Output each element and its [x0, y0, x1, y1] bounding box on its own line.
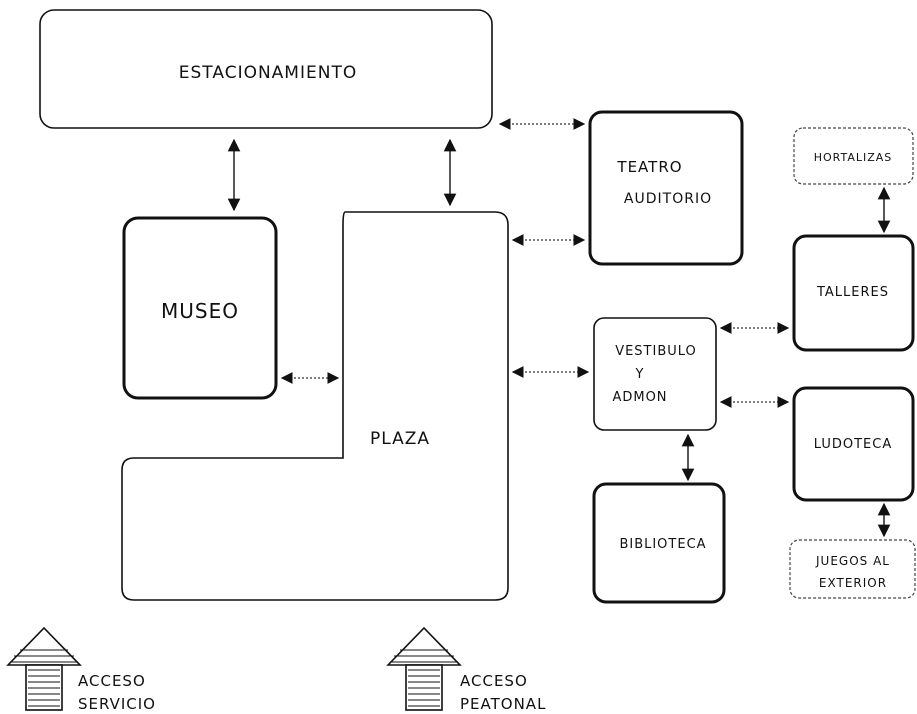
juegos-label-line1: JUEGOS AL [815, 554, 890, 568]
museo-label: MUSEO [161, 299, 239, 323]
hortalizas-block: HORTALIZAS [793, 127, 914, 185]
juegos-label-line2: EXTERIOR [819, 576, 887, 590]
biblioteca-label: BIBLIOTECA [619, 537, 706, 552]
acceso-servicio: ACCESO SERVICIO [6, 626, 156, 713]
vestibulo-label-line1: VESTIBULO [615, 344, 697, 359]
teatro-label-line2: AUDITORIO [624, 191, 712, 207]
ludoteca-label: LUDOTECA [814, 437, 892, 452]
talleres-label: TALLERES [816, 285, 889, 300]
connectors [227, 118, 891, 538]
acceso-peatonal-line2: PEATONAL [460, 695, 546, 713]
ludoteca-block: LUDOTECA [792, 386, 915, 502]
vestibulo-label-line2: Y [635, 367, 645, 382]
teatro-label-line1: TEATRO [616, 158, 682, 176]
acceso-peatonal-arrow-icon [386, 626, 462, 711]
estacionamiento-block: ESTACIONAMIENTO [39, 9, 493, 129]
juegos-block: JUEGOS AL EXTERIOR [789, 539, 916, 599]
talleres-block: TALLERES [792, 234, 915, 352]
acceso-servicio-line2: SERVICIO [78, 695, 156, 713]
acceso-servicio-line1: ACCESO [78, 672, 146, 690]
vestibulo-label-line3: ADMON [612, 390, 667, 405]
estacionamiento-label: ESTACIONAMIENTO [179, 63, 357, 83]
acceso-peatonal-line1: ACCESO [460, 672, 528, 690]
plaza-label: PLAZA [370, 429, 430, 449]
teatro-block: TEATRO AUDITORIO [588, 110, 744, 266]
plaza-block: PLAZA [121, 211, 509, 601]
museo-block: MUSEO [122, 216, 278, 400]
acceso-peatonal: ACCESO PEATONAL [386, 626, 546, 713]
vestibulo-block: VESTIBULO Y ADMON [593, 317, 717, 431]
biblioteca-block: BIBLIOTECA [592, 482, 726, 604]
acceso-servicio-arrow-icon [6, 626, 82, 711]
hortalizas-label: HORTALIZAS [814, 151, 893, 164]
